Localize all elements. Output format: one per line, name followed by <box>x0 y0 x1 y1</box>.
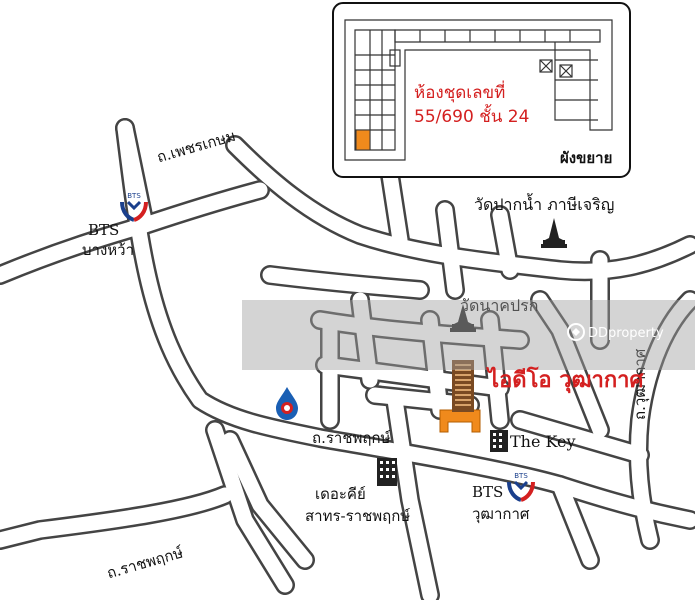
project-tower-icon <box>439 360 481 433</box>
temple-icon <box>450 304 476 332</box>
building-icon <box>490 430 508 452</box>
inset-caption: ผังขยาย <box>560 149 613 167</box>
watermark-logo-icon <box>567 323 585 341</box>
temple-icon <box>541 218 567 248</box>
bts-logo-text: BTS <box>514 472 528 480</box>
landmark-wat-nakprok: วัดนาคปรก <box>460 296 539 315</box>
station-bang-wa-line2: บางหว้า <box>82 241 135 259</box>
gas-station-icon <box>276 387 298 420</box>
bts-logo-text: BTS <box>127 192 141 200</box>
project-name: ไอดีโอ วุฒากาศ <box>488 368 644 393</box>
station-wutthakat-line2: วุฒากาศ <box>472 505 530 523</box>
unit-highlight <box>355 129 371 151</box>
landmark-wat-paknam: วัดปากน้ำ ภาษีเจริญ <box>474 195 615 214</box>
station-wutthakat-line1: BTS <box>472 483 504 501</box>
bts-logo-icon: BTS <box>120 192 148 222</box>
road-fills <box>0 120 695 600</box>
station-bang-wa-line1: BTS <box>88 221 120 239</box>
unit-label-line2: 55/690 ชั้น 24 <box>414 107 530 127</box>
watermark-band <box>242 300 695 370</box>
watermark-text: DDproperty <box>588 326 664 341</box>
landmark-the-key-sathorn-line1: เดอะคีย์ <box>315 485 366 503</box>
building-icon <box>377 458 397 486</box>
unit-label-line1: ห้องชุดเลขที่ <box>414 83 506 103</box>
road-label-ratchaphruek: ถ.ราชพฤกษ์ <box>312 429 391 447</box>
inset-panel <box>332 2 631 178</box>
landmark-the-key-sathorn-line2: สาทร-ราชพฤกษ์ <box>305 507 411 525</box>
landmark-the-key: The Key <box>510 432 576 451</box>
bts-logo-icon: BTS <box>507 472 535 502</box>
